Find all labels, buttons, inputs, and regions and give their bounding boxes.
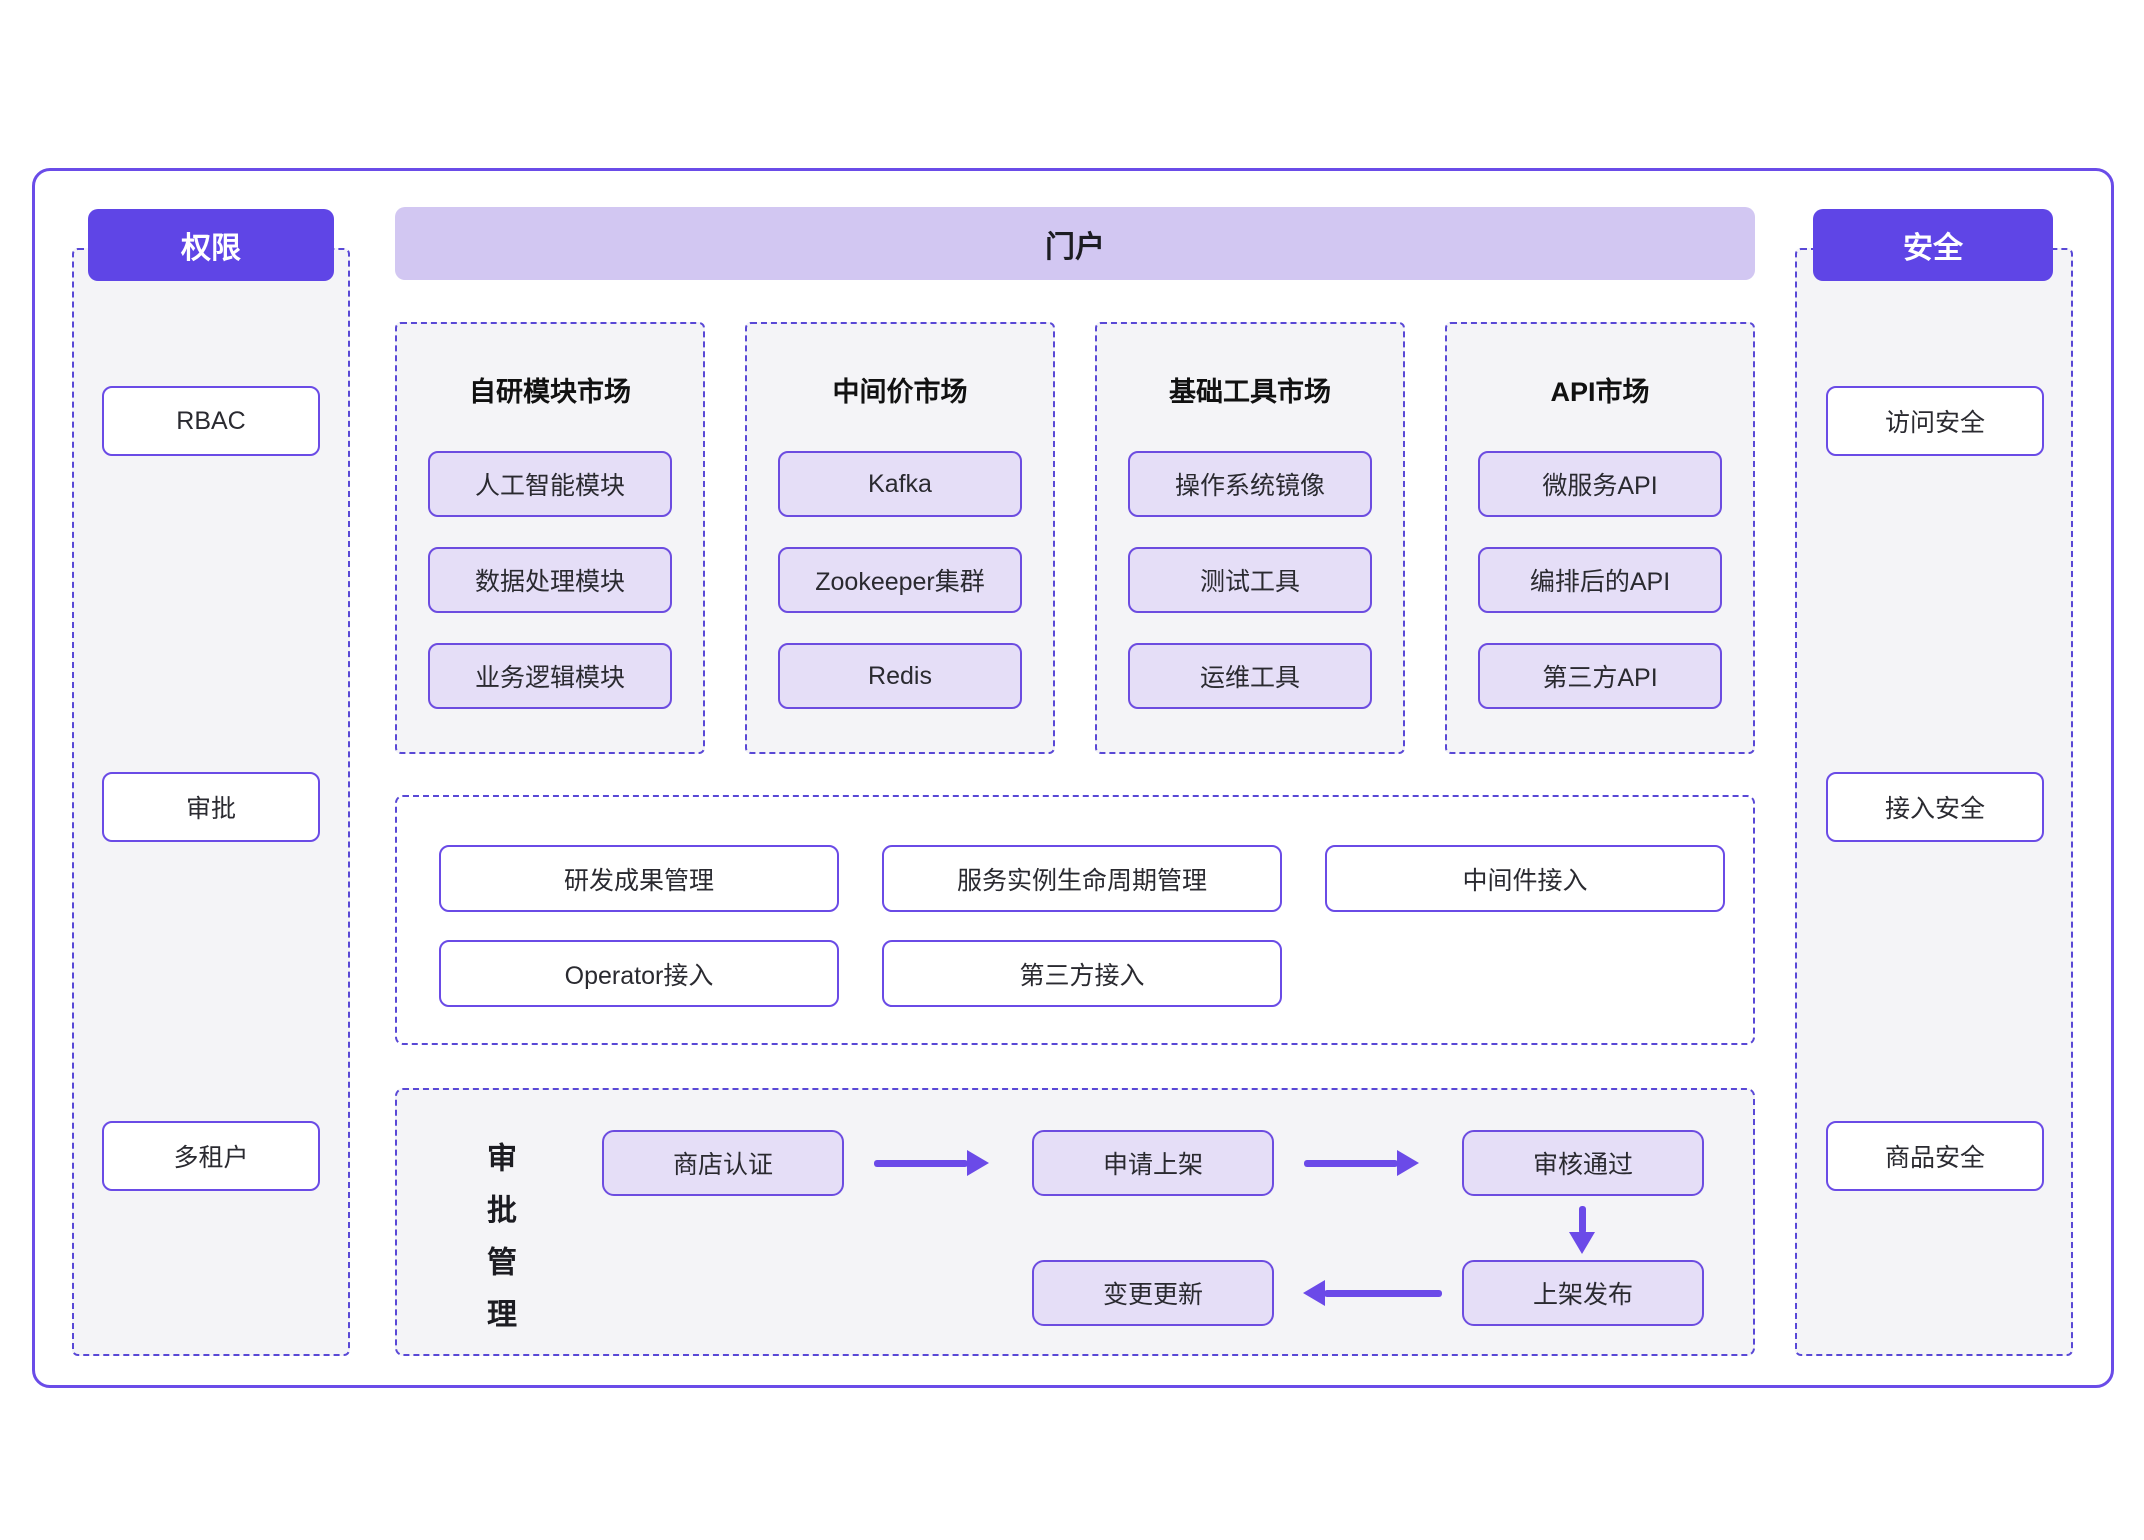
security-item-goods: 商品安全: [1826, 1121, 2044, 1191]
approval-flow-side-label: 审批管理: [482, 1142, 515, 1350]
portal-header-label: 门户: [1045, 230, 1105, 264]
market-item-label: Redis: [868, 661, 932, 690]
mgmt-box-label: 第三方接入: [1019, 961, 1145, 990]
mgmt-box-rd-results: 研发成果管理: [439, 845, 839, 912]
flow-step-label: 申请上架: [1102, 1151, 1203, 1179]
market-item: 操作系统镜像: [1128, 451, 1372, 517]
market-column-basictools-title: 基础工具市场: [1169, 377, 1331, 407]
mgmt-box-thirdparty-access: 第三方接入: [882, 940, 1282, 1007]
market-item: Kafka: [778, 451, 1022, 517]
portal-header: 门户: [395, 207, 1755, 280]
permissions-item-multitenant-label: 多租户: [173, 1144, 249, 1172]
permissions-header-label: 权限: [181, 232, 241, 265]
security-header-label: 安全: [1903, 232, 1963, 265]
market-column-api-title: API市场: [1550, 377, 1650, 407]
market-item-label: 人工智能模块: [474, 472, 625, 500]
mgmt-box-operator-access: Operator接入: [439, 940, 839, 1007]
mgmt-box-label: 研发成果管理: [563, 866, 714, 895]
mgmt-box-lifecycle: 服务实例生命周期管理: [882, 845, 1282, 912]
market-item-label: 数据处理模块: [474, 568, 625, 596]
approval-flow-section: 审批管理 商店认证 申请上架 审核通过 上架发布 变更更新: [395, 1088, 1755, 1356]
arrow-publish-to-update: [1303, 1280, 1442, 1306]
market-item-label: 运维工具: [1199, 664, 1300, 692]
market-column-middleware-title: 中间价市场: [832, 377, 968, 407]
market-column-api: API市场 微服务API 编排后的API 第三方API: [1445, 322, 1755, 754]
flow-step-review-passed: 审核通过: [1462, 1130, 1704, 1196]
arrow-review-to-publish: [1569, 1206, 1595, 1254]
flow-step-label: 审核通过: [1532, 1151, 1633, 1179]
market-column-basictools: 基础工具市场 操作系统镜像 测试工具 运维工具: [1095, 322, 1405, 754]
mgmt-box-label: Operator接入: [564, 961, 714, 990]
market-item-label: 业务逻辑模块: [474, 664, 625, 692]
arrow-cert-to-apply: [874, 1150, 989, 1176]
security-item-integration-label: 接入安全: [1884, 795, 1985, 823]
market-item-label: Zookeeper集群: [815, 568, 985, 596]
security-header: 安全: [1813, 209, 2053, 281]
flow-step-label: 商店认证: [672, 1151, 773, 1179]
flow-step-publish: 上架发布: [1462, 1260, 1704, 1326]
permissions-item-rbac-label: RBAC: [176, 406, 246, 435]
market-item-label: 第三方API: [1542, 664, 1658, 692]
flow-step-store-cert: 商店认证: [602, 1130, 844, 1196]
market-item-label: 编排后的API: [1529, 568, 1671, 596]
market-item-label: 操作系统镜像: [1174, 472, 1325, 500]
security-item-goods-label: 商品安全: [1884, 1144, 1985, 1172]
mgmt-box-middleware-access: 中间件接入: [1325, 845, 1725, 912]
market-item: 数据处理模块: [428, 547, 672, 613]
market-item: 编排后的API: [1478, 547, 1722, 613]
flow-step-apply-listing: 申请上架: [1032, 1130, 1274, 1196]
security-item-access: 访问安全: [1826, 386, 2044, 456]
security-item-integration: 接入安全: [1826, 772, 2044, 842]
market-item: 业务逻辑模块: [428, 643, 672, 709]
market-column-modules-title: 自研模块市场: [469, 377, 631, 407]
security-item-access-label: 访问安全: [1884, 409, 1985, 437]
market-item-label: Kafka: [868, 469, 932, 498]
market-item: 微服务API: [1478, 451, 1722, 517]
mgmt-box-label: 中间件接入: [1462, 866, 1588, 895]
market-item: Redis: [778, 643, 1022, 709]
permissions-item-approval: 审批: [102, 772, 320, 842]
market-item: 测试工具: [1128, 547, 1372, 613]
market-item: Zookeeper集群: [778, 547, 1022, 613]
market-item: 运维工具: [1128, 643, 1372, 709]
market-item: 第三方API: [1478, 643, 1722, 709]
mgmt-box-label: 服务实例生命周期管理: [956, 866, 1207, 895]
market-column-middleware: 中间价市场 Kafka Zookeeper集群 Redis: [745, 322, 1055, 754]
market-item-label: 测试工具: [1199, 568, 1300, 596]
flow-step-label: 变更更新: [1102, 1281, 1203, 1309]
market-item-label: 微服务API: [1542, 472, 1658, 500]
permissions-item-rbac: RBAC: [102, 386, 320, 456]
market-column-modules: 自研模块市场 人工智能模块 数据处理模块 业务逻辑模块: [395, 322, 705, 754]
arrow-apply-to-review: [1304, 1150, 1419, 1176]
management-section: 研发成果管理 服务实例生命周期管理 中间件接入 Operator接入 第三方接入: [395, 795, 1755, 1045]
permissions-header: 权限: [88, 209, 334, 281]
permissions-item-multitenant: 多租户: [102, 1121, 320, 1191]
flow-step-change-update: 变更更新: [1032, 1260, 1274, 1326]
permissions-item-approval-label: 审批: [185, 795, 236, 823]
market-item: 人工智能模块: [428, 451, 672, 517]
flow-step-label: 上架发布: [1532, 1281, 1633, 1309]
